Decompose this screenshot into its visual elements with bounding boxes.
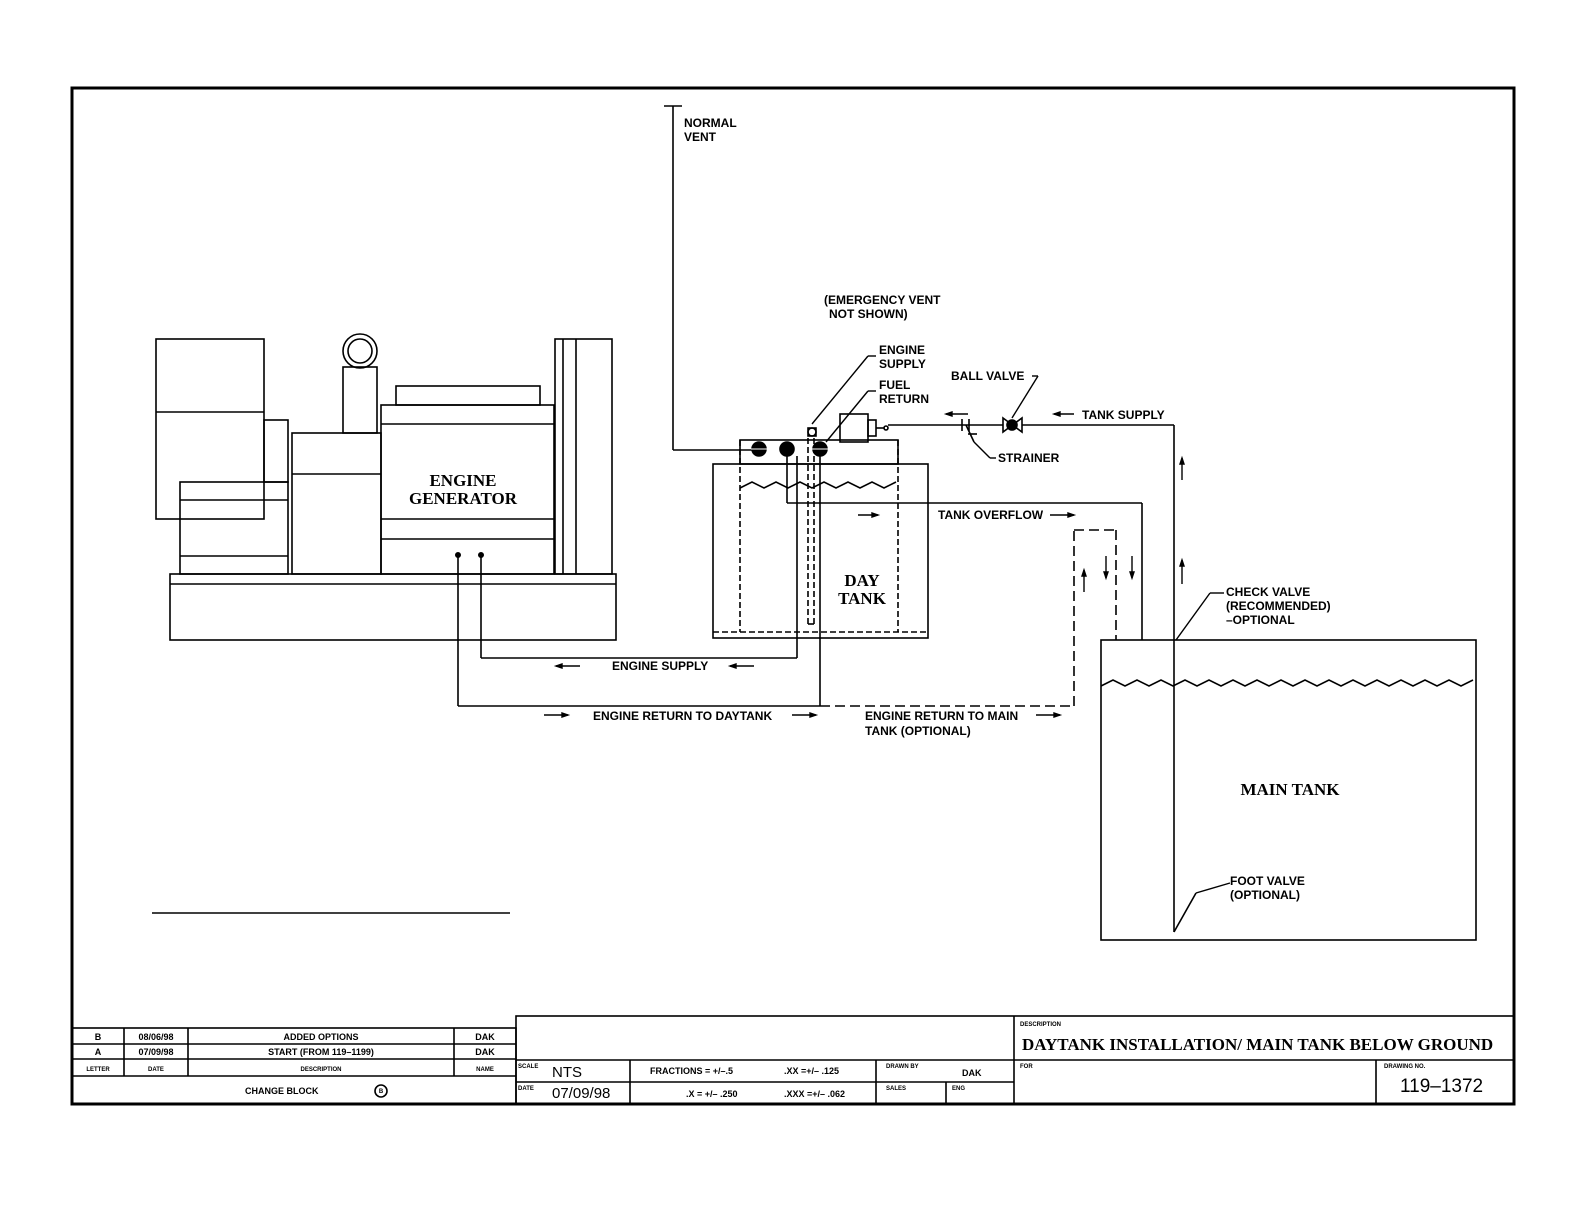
fitting-leaders [811,355,1039,459]
engine-supply-line [480,456,798,659]
scale-value: NTS [552,1064,582,1081]
change-block-mark: B [379,1089,384,1095]
strainer-label: STRAINER [998,451,1060,465]
tolerance-xxx: .XXX =+/– .062 [784,1089,845,1099]
strainer [961,419,977,443]
rev-b-date: 08/06/98 [138,1032,173,1042]
sales-label: SALES [886,1086,906,1092]
header-letter: LETTER [86,1067,110,1073]
description-label: DESCRIPTION [1020,1022,1061,1028]
engine-return-daytank-label: ENGINE RETURN TO DAYTANK [593,709,772,723]
rev-b-description: ADDED OPTIONS [283,1032,358,1042]
check-valve-leader [1175,592,1211,641]
rev-a-name: DAK [475,1047,495,1057]
tolerance-fractions: FRACTIONS = +/–.5 [650,1066,733,1076]
flow-arrows [544,411,1185,718]
engine-supply-label: ENGINE SUPPLY [612,659,708,673]
eng-label: ENG [952,1086,965,1092]
normal-vent-pipe [664,105,758,451]
engine-generator [155,333,617,641]
ball-valve [1002,416,1023,434]
check-valve-label: CHECK VALVE(RECOMMENDED)–OPTIONAL [1226,585,1331,627]
date-label: DATE [518,1086,534,1092]
foot-valve-label: FOOT VALVE(OPTIONAL) [1230,874,1305,902]
main-tank [1100,639,1477,941]
day-tank-fittings [751,413,889,457]
rev-b-name: DAK [475,1032,495,1042]
ball-valve-label: BALL VALVE [951,369,1024,383]
tolerance-xx: .XX =+/– .125 [784,1066,839,1076]
rev-a-letter: A [95,1047,102,1057]
drawing-title: DAYTANK INSTALLATION/ MAIN TANK BELOW GR… [1022,1035,1493,1054]
tank-supply-line [888,424,1197,933]
tank-supply-label: TANK SUPPLY [1082,408,1165,422]
drawn-by-label: DRAWN BY [886,1064,919,1070]
rev-a-description: START (FROM 119–1199) [268,1047,374,1057]
optional-return-line [820,529,1117,707]
drawing-no-label: DRAWING NO. [1384,1064,1426,1070]
drawing-no-value: 119–1372 [1400,1076,1483,1097]
rev-a-date: 07/09/98 [138,1047,173,1057]
header-name: NAME [476,1067,494,1073]
header-description: DESCRIPTION [300,1067,341,1073]
tolerance-x: .X = +/– .250 [686,1089,738,1099]
header-date: DATE [148,1067,164,1073]
for-label: FOR [1020,1064,1033,1070]
engine-return-line [457,456,821,707]
title-block [71,1015,1515,1105]
rev-b-letter: B [95,1032,102,1042]
tank-overflow-label: TANK OVERFLOW [938,508,1044,522]
foot-valve-leader [1195,882,1231,894]
drawn-by-value: DAK [962,1068,982,1078]
scale-label: SCALE [518,1064,538,1070]
change-block-label: CHANGE BLOCK [245,1086,319,1096]
tank-overflow-line [786,456,1143,640]
date-value: 07/09/98 [552,1085,610,1102]
main-tank-label: MAIN TANK [1240,780,1340,799]
day-tank [712,438,929,639]
